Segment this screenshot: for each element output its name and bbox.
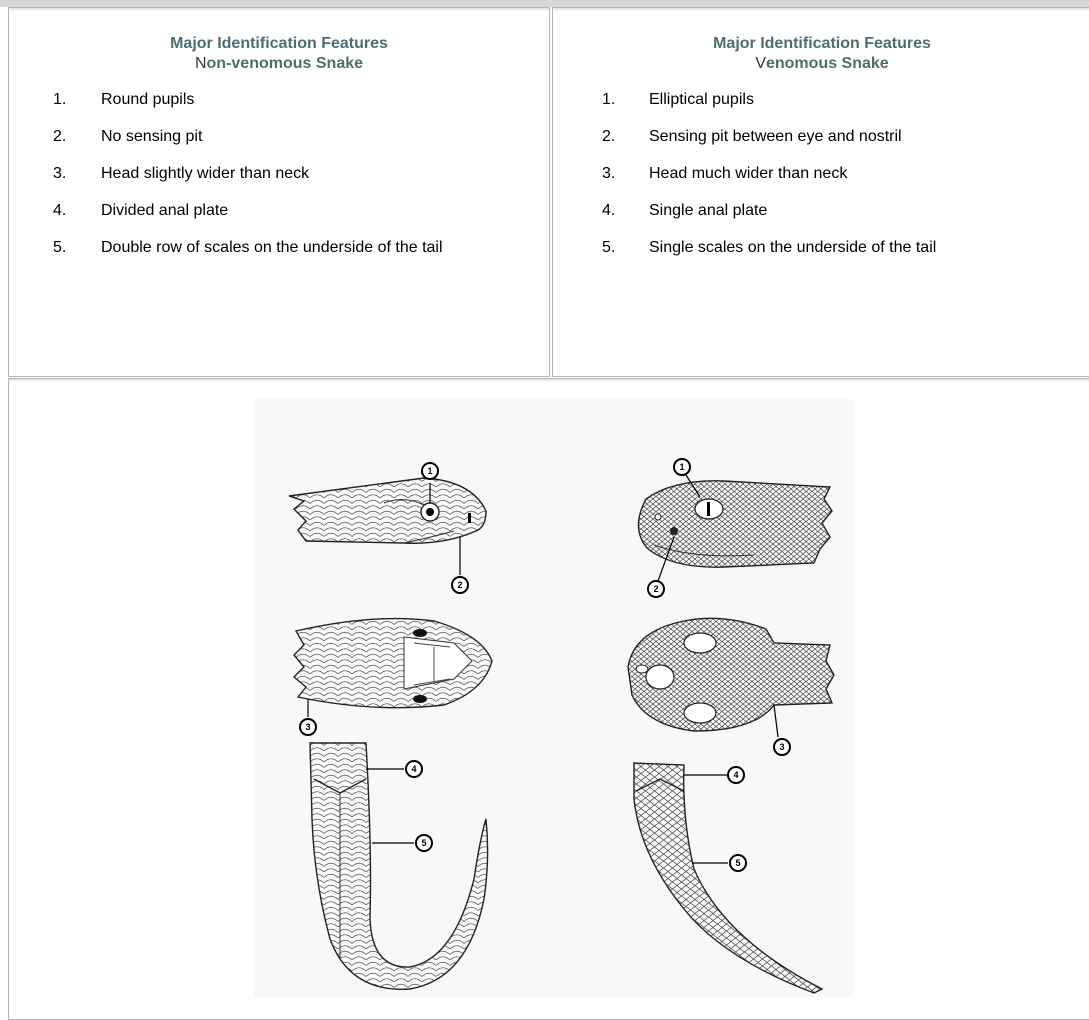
- list-item-number: 2.: [602, 127, 615, 146]
- list-item-number: 5.: [53, 238, 66, 257]
- venomous-head-top: [628, 618, 834, 737]
- svg-text:4: 4: [411, 764, 416, 774]
- nonvenomous-label-1: 1: [422, 463, 438, 479]
- list-item-number: 5.: [602, 238, 615, 257]
- venomous-label-4: 4: [728, 767, 744, 783]
- list-item: 4. Divided anal plate: [9, 201, 549, 220]
- venomous-label-1: 1: [674, 459, 690, 475]
- list-item-text: No sensing pit: [101, 127, 539, 146]
- list-item-text: Elliptical pupils: [649, 90, 1079, 109]
- list-item-number: 1.: [53, 90, 66, 109]
- list-item: 3. Head much wider than neck: [553, 164, 1089, 183]
- nonvenomous-heading-initial: N: [195, 55, 207, 72]
- list-item-text: Single scales on the underside of the ta…: [649, 238, 1079, 257]
- list-item-number: 4.: [53, 201, 66, 220]
- nonvenomous-label-5: 5: [416, 835, 432, 851]
- venomous-label-5: 5: [730, 855, 746, 871]
- list-item: 2. No sensing pit: [9, 127, 549, 146]
- svg-text:4: 4: [733, 770, 738, 780]
- nonvenomous-tail: [310, 743, 488, 989]
- svg-text:5: 5: [421, 838, 426, 848]
- list-item-text: Head slightly wider than neck: [101, 164, 539, 183]
- venomous-head-side: [638, 475, 832, 581]
- svg-text:5: 5: [735, 858, 740, 868]
- list-item: 3. Head slightly wider than neck: [9, 164, 549, 183]
- svg-text:3: 3: [779, 742, 784, 752]
- venomous-heading-rest: enomous Snake: [766, 55, 889, 72]
- list-item: 2. Sensing pit between eye and nostril: [553, 127, 1089, 146]
- venomous-feature-list: 1. Elliptical pupils 2. Sensing pit betwee…: [553, 90, 1089, 275]
- venomous-heading-subtitle: Venomous Snake: [553, 54, 1089, 74]
- list-item: 5. Single scales on the underside of the …: [553, 238, 1089, 257]
- nonvenomous-feature-list: 1. Round pupils 2. No sensing pit 3. Head s…: [9, 90, 549, 275]
- venomous-heading: Major Identification Features Venomous S…: [553, 34, 1089, 74]
- list-item: 5. Double row of scales on the underside …: [9, 238, 549, 257]
- list-item: 1. Elliptical pupils: [553, 90, 1089, 109]
- list-item-text: Single anal plate: [649, 201, 1079, 220]
- venomous-heading-initial: V: [755, 55, 766, 72]
- snake-illustration-panel: 1 2 3: [8, 378, 1089, 1020]
- nonvenomous-label-3: 3: [300, 719, 316, 735]
- venomous-label-2: 2: [648, 581, 664, 597]
- svg-text:2: 2: [457, 580, 462, 590]
- list-item: 1. Round pupils: [9, 90, 549, 109]
- snake-illustration-svg: 1 2 3: [254, 399, 854, 997]
- venomous-features-panel: Major Identification Features Venomous S…: [552, 7, 1089, 377]
- snake-comparison-figure: 1 2 3: [254, 399, 854, 997]
- list-item-text: Sensing pit between eye and nostril: [649, 127, 1079, 146]
- venomous-label-3: 3: [774, 739, 790, 755]
- list-item-number: 3.: [602, 164, 615, 183]
- list-item-number: 1.: [602, 90, 615, 109]
- svg-text:3: 3: [305, 722, 310, 732]
- nonvenomous-heading: Major Identification Features Non-venomo…: [9, 34, 549, 74]
- nonvenomous-heading-rest: on-venomous Snake: [207, 55, 363, 72]
- list-item-number: 3.: [53, 164, 66, 183]
- svg-text:2: 2: [653, 584, 658, 594]
- list-item: 4. Single anal plate: [553, 201, 1089, 220]
- nonvenomous-label-4: 4: [406, 761, 422, 777]
- nonvenomous-head-side: [289, 478, 486, 575]
- nonvenomous-heading-title: Major Identification Features: [9, 34, 549, 54]
- nonvenomous-head-top: [294, 619, 492, 717]
- page-top-bar: [0, 0, 1089, 7]
- svg-text:1: 1: [679, 462, 684, 472]
- venomous-tail: [634, 763, 822, 993]
- list-item-text: Head much wider than neck: [649, 164, 1079, 183]
- nonvenomous-heading-subtitle: Non-venomous Snake: [9, 54, 549, 74]
- nonvenomous-label-2: 2: [452, 577, 468, 593]
- nonvenomous-features-panel: Major Identification Features Non-venomo…: [8, 7, 550, 377]
- list-item-text: Double row of scales on the underside of…: [101, 238, 539, 257]
- list-item-number: 4.: [602, 201, 615, 220]
- venomous-heading-title: Major Identification Features: [553, 34, 1089, 54]
- list-item-number: 2.: [53, 127, 66, 146]
- list-item-text: Divided anal plate: [101, 201, 539, 220]
- svg-text:1: 1: [427, 466, 432, 476]
- list-item-text: Round pupils: [101, 90, 539, 109]
